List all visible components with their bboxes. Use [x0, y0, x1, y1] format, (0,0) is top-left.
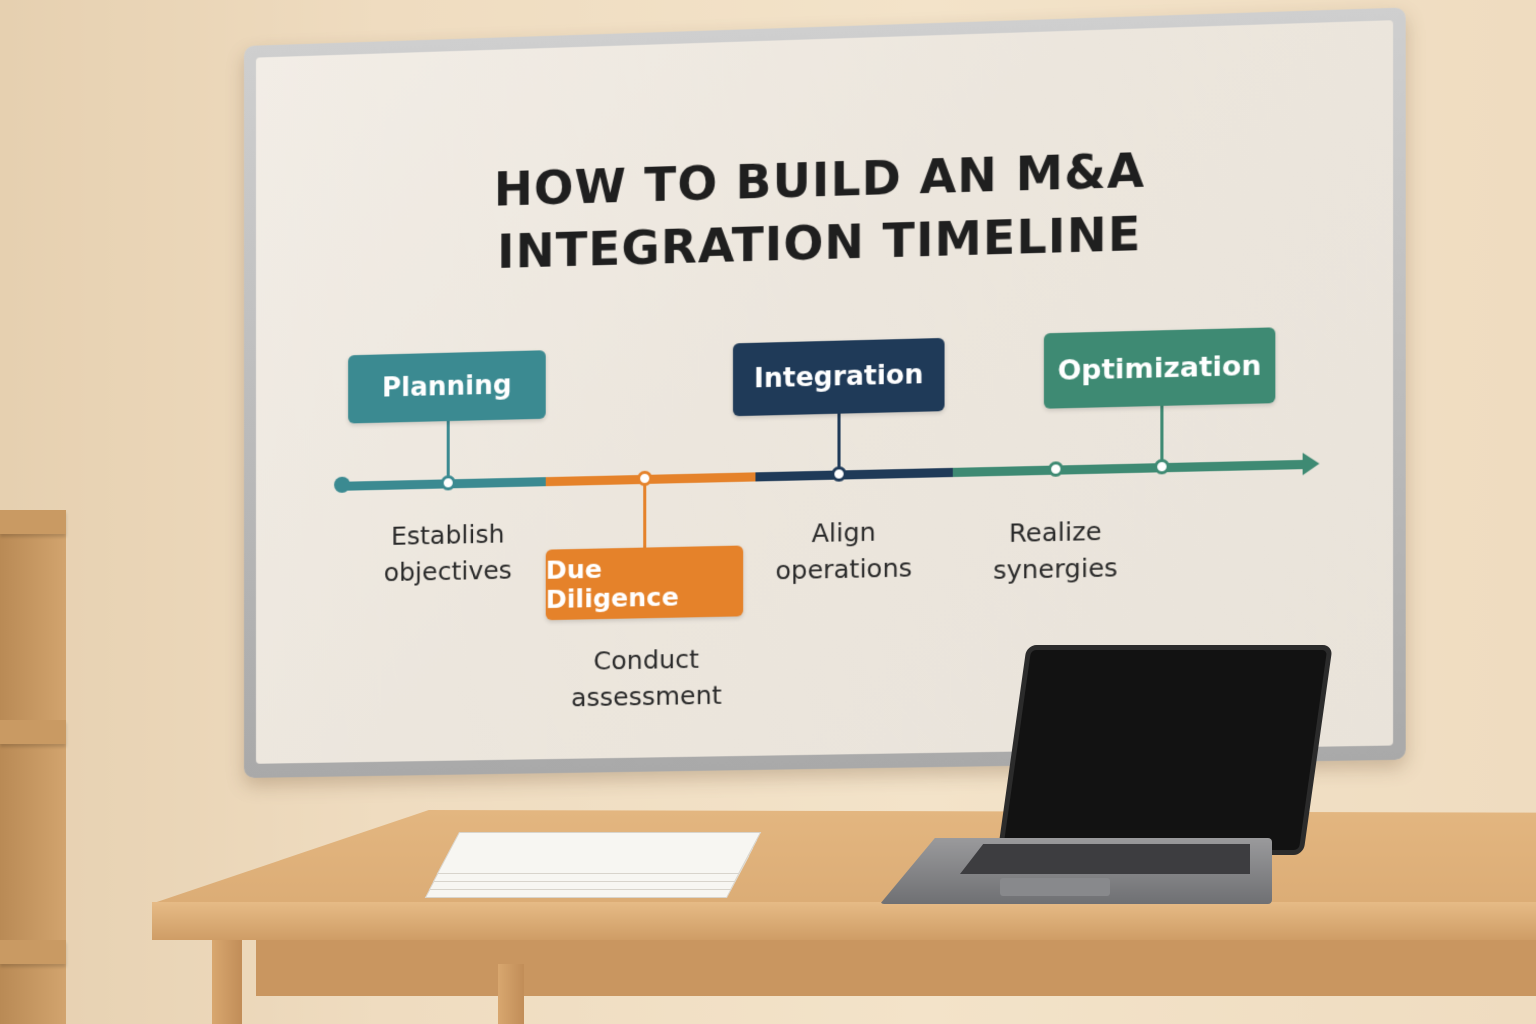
phase-description-planning: Establish objectives	[383, 519, 512, 588]
desk-leg	[498, 964, 524, 1024]
phase-description-due-diligence: Conduct assessment	[570, 644, 722, 713]
desk-leg	[212, 940, 242, 1024]
phase-label: Planning	[381, 370, 512, 404]
paper-sheet	[436, 832, 762, 874]
shelf-board	[0, 720, 66, 744]
timeline-segment-optimization	[952, 459, 1307, 478]
bookshelf	[0, 510, 66, 1024]
shelf-board	[0, 940, 66, 964]
phase-label: Optimization	[1057, 349, 1262, 387]
due-diligence-connector	[643, 483, 647, 555]
timeline-segment-integration	[755, 467, 953, 482]
paper-stack	[424, 826, 762, 900]
phase-label: Due Diligence	[545, 554, 679, 615]
laptop-keyboard	[960, 844, 1250, 874]
phase-integration: Integration	[732, 337, 945, 417]
phase-label: Integration	[753, 359, 924, 395]
phase-due-diligence: Due Diligence	[545, 545, 744, 621]
phase-description-optimization: Realize synergies	[993, 516, 1118, 586]
laptop-trackpad	[1000, 878, 1110, 896]
shelf-board	[0, 510, 66, 534]
phase-optimization: Optimization	[1043, 327, 1276, 409]
planning-connector	[446, 412, 450, 480]
phase-planning: Planning	[348, 350, 546, 424]
timeline-arrow-head	[1302, 452, 1320, 476]
laptop-screen	[997, 645, 1333, 855]
phase-description-integration: Align operations	[775, 517, 913, 586]
whiteboard-title: HOW TO BUILD AN M&A INTEGRATION TIMELINE	[256, 131, 1393, 290]
desk-apron	[256, 940, 1536, 996]
desk-edge	[152, 902, 1536, 940]
